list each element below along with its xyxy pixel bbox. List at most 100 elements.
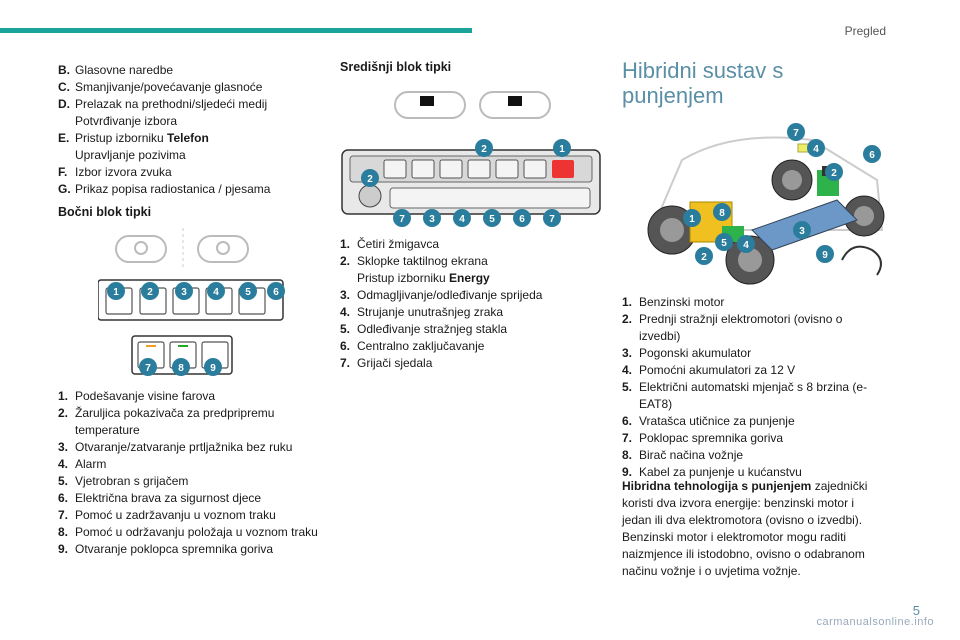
- callout-badge: 7: [139, 358, 157, 376]
- svg-text:9: 9: [210, 363, 216, 374]
- hybrid-car-illustration: 7 4 2 6 8 1 5 4 3 2 9: [647, 123, 885, 285]
- callout-badge: 6: [863, 145, 881, 163]
- svg-text:2: 2: [367, 174, 373, 185]
- callout-badge: 1: [107, 282, 125, 300]
- list-item: 4.Strujanje unutrašnjeg zraka: [340, 305, 504, 319]
- steering-wheel-icon: [115, 235, 249, 263]
- list-item: 9.Kabel za punjenje u kućanstvu: [622, 465, 802, 479]
- heading-side-buttons: Bočni blok tipki: [58, 205, 152, 219]
- list-item: 7.Poklopac spremnika goriva: [622, 431, 784, 445]
- svg-text:2: 2: [701, 252, 707, 263]
- list-center-buttons: 1.Četiri žmigavca 2.Sklopke taktilnog ek…: [340, 236, 602, 372]
- list-side-buttons: 1.Podešavanje visine farova 2.Žaruljica …: [58, 388, 330, 558]
- list-item: 4.Pomoćni akumulatori za 12 V: [622, 363, 796, 377]
- list-item: 1.Četiri žmigavca: [340, 237, 440, 251]
- list-item: B.Glasovne naredbe: [58, 63, 174, 77]
- callout-badge: 3: [175, 282, 193, 300]
- wheel-icon: [771, 159, 813, 201]
- svg-text:5: 5: [721, 238, 727, 249]
- steering-wheel-icon: [394, 91, 551, 119]
- callout-badge: 5: [715, 233, 733, 251]
- svg-text:4: 4: [743, 240, 749, 251]
- svg-text:7: 7: [399, 214, 405, 225]
- svg-text:3: 3: [799, 226, 805, 237]
- svg-text:8: 8: [719, 208, 725, 219]
- svg-text:8: 8: [178, 363, 184, 374]
- list-item: 1.Benzinski motor: [622, 295, 725, 309]
- callout-badge: 3: [423, 209, 441, 227]
- top-accent-bar: [0, 28, 472, 33]
- svg-text:7: 7: [793, 128, 799, 139]
- svg-text:6: 6: [869, 150, 875, 161]
- list-item: 6.Vratašca utičnice za punjenje: [622, 414, 795, 428]
- watermark: carmanualsonline.info: [816, 616, 934, 628]
- svg-text:1: 1: [689, 214, 695, 225]
- list-item: 2.Žaruljica pokazivača za predpripremu t…: [58, 406, 275, 437]
- svg-text:4: 4: [813, 144, 819, 155]
- callout-badge: 5: [239, 282, 257, 300]
- list-item: G.Prikaz popisa radiostanica / pjesama: [58, 182, 271, 196]
- list-item: 3.Otvaranje/zatvaranje prtljažnika bez r…: [58, 440, 293, 454]
- list-item: 8.Birač načina vožnje: [622, 448, 744, 462]
- callout-badge: 7: [393, 209, 411, 227]
- callout-badge: 9: [816, 245, 834, 263]
- svg-text:6: 6: [273, 287, 279, 298]
- section-label: Pregled: [844, 24, 886, 38]
- list-item: 9.Otvaranje poklopca spremnika goriva: [58, 542, 274, 556]
- list-item: 3.Pogonski akumulator: [622, 346, 752, 360]
- list-item: 3.Odmagljivanje/odleđivanje sprijeda: [340, 288, 543, 302]
- callout-badge: 9: [204, 358, 222, 376]
- list-item: 2.Prednji stražnji elektromotori (ovisno…: [622, 312, 843, 343]
- callout-badge: 1: [683, 209, 701, 227]
- center-buttons-illustration: 1 2 2 7 3 4 5 6 7: [341, 91, 601, 227]
- list-item: 4.Alarm: [58, 457, 107, 471]
- callout-badge: 2: [141, 282, 159, 300]
- list-item: C.Smanjivanje/povećavanje glasnoće: [58, 80, 263, 94]
- list-item: 5.Odleđivanje stražnjeg stakla: [340, 322, 508, 336]
- svg-text:5: 5: [245, 287, 251, 298]
- callout-badge: 3: [793, 221, 811, 239]
- svg-text:2: 2: [481, 144, 487, 155]
- wheel-icon: [843, 195, 885, 237]
- hybrid-description: Hibridna tehnologija s punjenjem zajedni…: [622, 479, 868, 578]
- callout-badge: 6: [267, 282, 285, 300]
- svg-text:2: 2: [831, 168, 837, 179]
- side-buttons-illustration: 1 2 3 4 5 6 7 8 9: [98, 228, 285, 376]
- callout-badge: 1: [553, 139, 571, 157]
- page-number: 5: [912, 603, 920, 618]
- heading-center-buttons: Središnji blok tipki: [340, 60, 452, 74]
- list-item: F.Izbor izvora zvuka: [58, 165, 172, 179]
- callout-badge: 2: [361, 169, 379, 187]
- list-item: 6.Električna brava za sigurnost djece: [58, 491, 262, 505]
- list-item: 5.Vjetrobran s grijačem: [58, 474, 189, 488]
- svg-text:2: 2: [147, 287, 153, 298]
- svg-text:9: 9: [822, 250, 828, 261]
- list-item: 8.Pomoć u održavanju položaja u voznom t…: [58, 525, 318, 539]
- page-title: Hibridni sustav s punjenjem: [622, 58, 784, 108]
- callout-badge: 4: [737, 235, 755, 253]
- list-hybrid-components: 1.Benzinski motor 2.Prednji stražnji ele…: [622, 294, 880, 481]
- callout-badge: 6: [513, 209, 531, 227]
- callout-badge: 8: [172, 358, 190, 376]
- svg-text:4: 4: [459, 214, 465, 225]
- svg-text:7: 7: [145, 363, 151, 374]
- list-item: 7.Grijači sjedala: [340, 356, 433, 370]
- svg-text:5: 5: [489, 214, 495, 225]
- svg-text:3: 3: [429, 214, 435, 225]
- callout-badge: 4: [453, 209, 471, 227]
- svg-text:1: 1: [559, 144, 565, 155]
- svg-text:3: 3: [181, 287, 187, 298]
- svg-text:7: 7: [549, 214, 555, 225]
- svg-text:1: 1: [113, 287, 119, 298]
- callout-badge: 2: [825, 163, 843, 181]
- list-steering-controls: B.Glasovne naredbe C.Smanjivanje/povećav…: [58, 62, 328, 198]
- callout-badge: 4: [207, 282, 225, 300]
- callout-badge: 2: [475, 139, 493, 157]
- callout-badge: 4: [807, 139, 825, 157]
- callout-badge: 8: [713, 203, 731, 221]
- list-item: 6.Centralno zaključavanje: [340, 339, 485, 353]
- callout-badge: 7: [543, 209, 561, 227]
- callout-badge: 7: [787, 123, 805, 141]
